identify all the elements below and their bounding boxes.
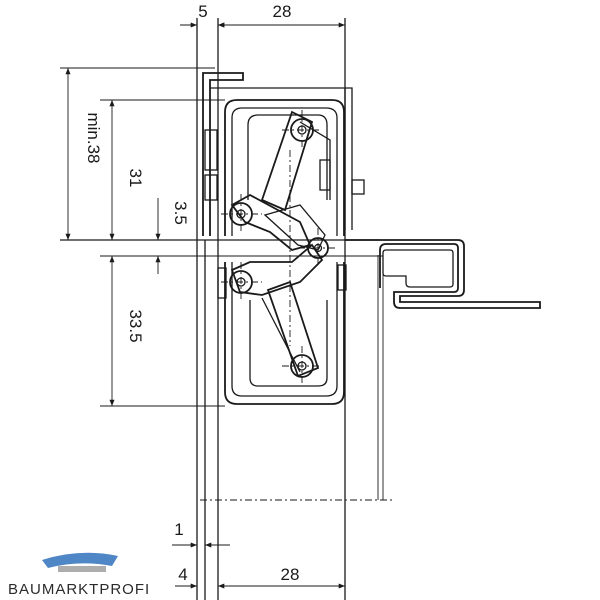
logo-text: BAUMARKTPROFI	[8, 581, 150, 598]
baumarktprofi-logo: BAUMARKTPROFI	[8, 552, 150, 598]
left-dimensions	[60, 67, 225, 407]
logo-swoosh-icon	[42, 552, 118, 568]
hinge-housing-upper	[224, 99, 345, 236]
top-bracket	[202, 72, 365, 236]
dim-top-width: 28	[273, 2, 292, 21]
bottom-dimensions	[172, 542, 345, 589]
dim-height-33-5: 33.5	[126, 309, 145, 342]
reference-lines	[60, 239, 395, 501]
hinge-arm-upper	[230, 110, 331, 251]
dim-offset-3-5: 3.5	[171, 201, 190, 225]
dim-height-31: 31	[126, 169, 145, 188]
hinge-housing-lower	[217, 262, 347, 405]
dim-min-height: min.38	[84, 112, 103, 163]
dim-bottom-gap-4: 4	[178, 565, 187, 584]
dim-top-gap: 5	[198, 2, 207, 21]
dim-bottom-gap-1: 1	[174, 520, 183, 539]
pin-center-lines	[221, 110, 338, 386]
dim-bottom-width: 28	[281, 565, 300, 584]
door-leaf-section	[345, 239, 541, 309]
